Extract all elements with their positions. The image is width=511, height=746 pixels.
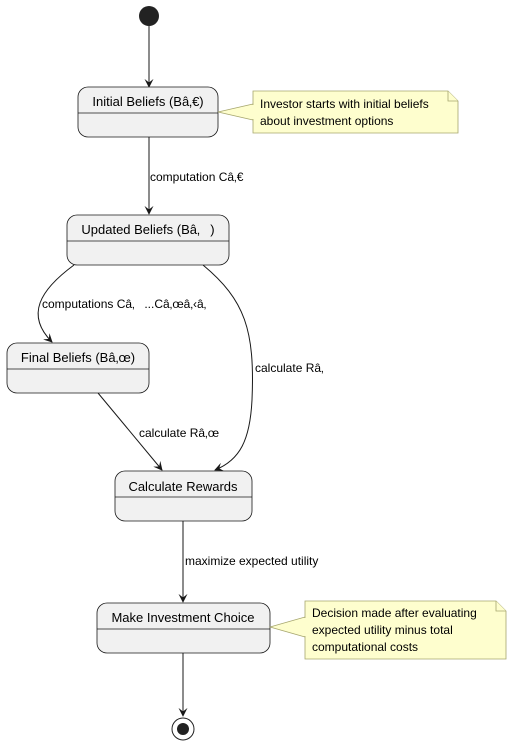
note-line: Decision made after evaluating <box>312 606 477 620</box>
label-final-to-rewards: calculate Râ‚œ <box>139 426 219 440</box>
state-title: Updated Beliefs (Bâ‚) <box>81 222 214 237</box>
start-node <box>139 6 159 26</box>
state-title: Final Beliefs (Bâ‚œ) <box>21 350 135 365</box>
edges <box>37 26 253 717</box>
note-initial-beliefs: Investor starts with initial beliefs abo… <box>217 90 459 134</box>
state-title: Initial Beliefs (Bâ‚€) <box>92 94 203 109</box>
note-investment-choice: Decision made after evaluating expected … <box>268 600 507 660</box>
state-final-beliefs: Final Beliefs (Bâ‚œ) <box>6 342 150 394</box>
state-title: Calculate Rewards <box>128 479 238 494</box>
state-title: Make Investment Choice <box>111 610 254 625</box>
label-rewards-to-choice: maximize expected utility <box>185 554 318 568</box>
note-line: computational costs <box>312 640 418 654</box>
edge-final-to-rewards <box>97 392 163 471</box>
state-make-investment-choice: Make Investment Choice <box>96 602 271 654</box>
note-line: about investment options <box>260 114 393 128</box>
label-updated-to-final: computations Câ‚...Câ‚œâ‚‹â‚ <box>42 297 216 311</box>
note-line: expected utility minus total <box>312 623 453 637</box>
label-updated-to-rewards: calculate Râ‚ <box>255 361 333 375</box>
label-initial-to-updated: computation Câ‚€ <box>150 170 244 184</box>
note-line: Investor starts with initial beliefs <box>260 97 429 111</box>
state-updated-beliefs: Updated Beliefs (Bâ‚) <box>66 214 230 266</box>
state-initial-beliefs: Initial Beliefs (Bâ‚€) <box>77 86 219 138</box>
edge-updated-to-rewards <box>202 264 253 472</box>
state-calculate-rewards: Calculate Rewards <box>114 470 253 522</box>
end-node <box>171 717 195 741</box>
edge-updated-to-final <box>37 264 75 343</box>
